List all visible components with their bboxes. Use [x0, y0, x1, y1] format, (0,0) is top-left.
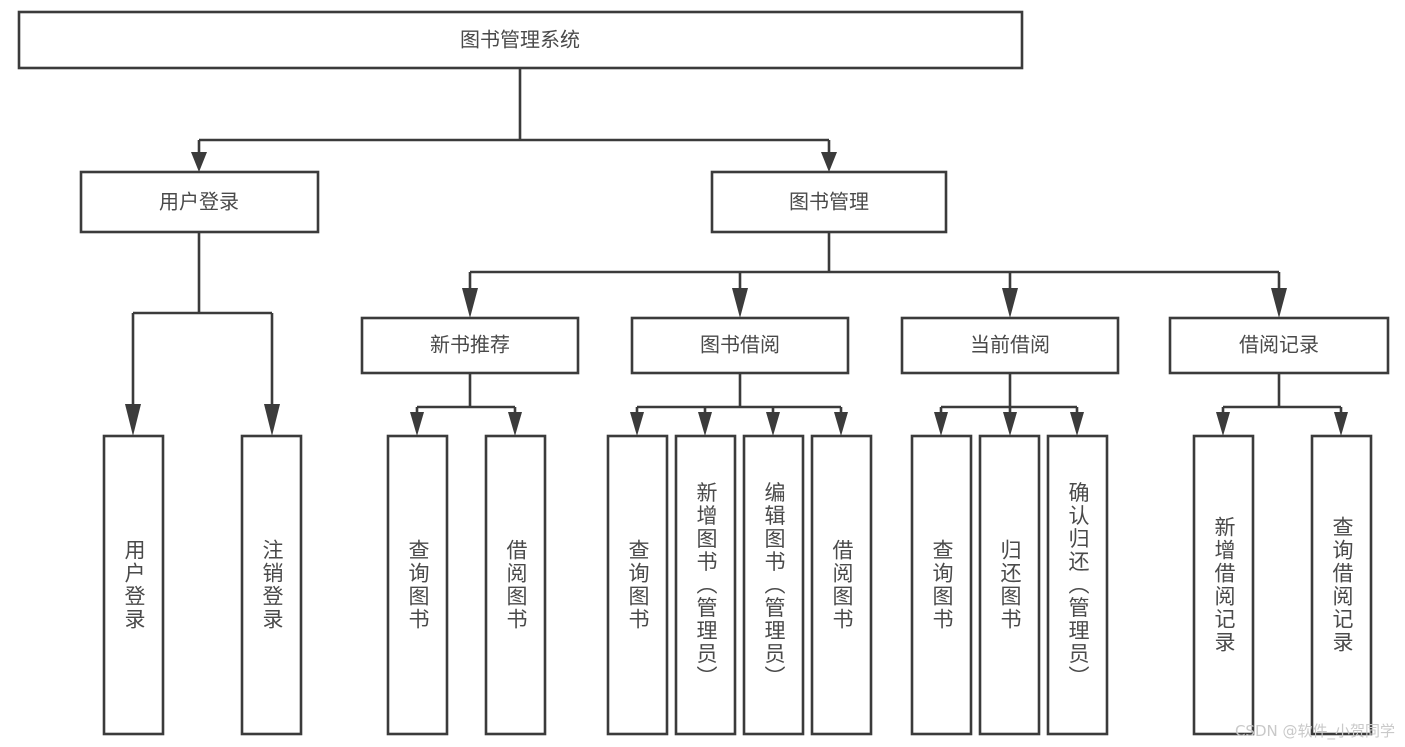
node-record-box[interactable] — [1168, 316, 1390, 375]
node-current-label: 当前借阅 — [970, 333, 1050, 357]
arrow-rec-leaf12 — [1216, 412, 1230, 436]
node-leaf10-box[interactable] — [978, 434, 1041, 736]
node-record-label: 借阅记录 — [1239, 333, 1319, 357]
node-leaf5-box[interactable] — [606, 434, 669, 736]
node-root[interactable]: 图书管理系统 — [17, 10, 1024, 70]
arrow-bm-newbook — [462, 288, 478, 318]
node-leaf4-box[interactable] — [484, 434, 547, 736]
node-login-box[interactable] — [79, 170, 320, 234]
arrow-root-to-bookmgmt — [821, 152, 837, 172]
node-bookmgmt-box[interactable] — [710, 170, 948, 234]
node-leaf3-box[interactable] — [386, 434, 449, 736]
node-login[interactable]: 用户登录 — [79, 170, 320, 234]
node-leaf3[interactable]: 查询图书 — [386, 434, 449, 736]
node-leaf6-label: 新增图书（管理员） — [694, 482, 718, 689]
node-leaf2-label: 注销登录 — [260, 539, 284, 631]
node-leaf11[interactable]: 确认归还（管理员） — [1046, 434, 1109, 736]
arrow-bm-record — [1271, 288, 1287, 318]
node-borrow-label: 图书借阅 — [700, 333, 780, 357]
node-leaf7[interactable]: 编辑图书（管理员） — [742, 434, 805, 736]
node-leaf8[interactable]: 借阅图书 — [810, 434, 873, 736]
node-leaf12-box[interactable] — [1192, 434, 1255, 736]
arrow-login-leaf2 — [264, 404, 280, 436]
arrow-bw-leaf8 — [834, 412, 848, 436]
arrow-bw-leaf7 — [766, 412, 780, 436]
arrow-login-leaf1 — [125, 404, 141, 436]
node-current[interactable]: 当前借阅 — [900, 316, 1120, 375]
arrow-rec-leaf13 — [1334, 412, 1348, 436]
arrow-bw-leaf5 — [630, 412, 644, 436]
node-leaf9[interactable]: 查询图书 — [910, 434, 973, 736]
arrow-cur-leaf10 — [1003, 412, 1017, 436]
arrow-nb-leaf4 — [508, 412, 522, 436]
node-newbook-box[interactable] — [360, 316, 580, 375]
node-leaf8-label: 借阅图书 — [830, 539, 854, 631]
node-bookmgmt-label: 图书管理 — [789, 190, 869, 214]
node-leaf13[interactable]: 查询借阅记录 — [1310, 434, 1373, 736]
node-leaf3-label: 查询图书 — [406, 539, 430, 631]
node-leaf4-label: 借阅图书 — [504, 539, 528, 631]
arrow-root-to-login — [191, 152, 207, 172]
node-newbook-label: 新书推荐 — [430, 333, 510, 357]
node-leaf13-box[interactable] — [1310, 434, 1373, 736]
node-leaf11-box[interactable] — [1046, 434, 1109, 736]
node-root-label: 图书管理系统 — [460, 28, 580, 52]
arrow-bm-current — [1002, 288, 1018, 318]
node-leaf13-label: 查询借阅记录 — [1330, 516, 1354, 654]
arrow-bw-leaf6 — [698, 412, 712, 436]
node-leaf1-box[interactable] — [102, 434, 165, 736]
connector-layer — [125, 68, 1348, 436]
arrow-bm-borrow — [732, 288, 748, 318]
arrow-nb-leaf3 — [410, 412, 424, 436]
arrow-cur-leaf9 — [934, 412, 948, 436]
node-bookmgmt[interactable]: 图书管理 — [710, 170, 948, 234]
node-leaf12[interactable]: 新增借阅记录 — [1192, 434, 1255, 736]
node-leaf1-label: 用户登录 — [122, 539, 146, 631]
node-current-box[interactable] — [900, 316, 1120, 375]
node-leaf6[interactable]: 新增图书（管理员） — [674, 434, 737, 736]
arrow-cur-leaf11 — [1070, 412, 1084, 436]
node-leaf9-box[interactable] — [910, 434, 973, 736]
node-leaf2-box[interactable] — [240, 434, 303, 736]
node-leaf12-label: 新增借阅记录 — [1212, 516, 1236, 654]
node-leaf11-label: 确认归还（管理员） — [1066, 482, 1090, 689]
node-leaf4[interactable]: 借阅图书 — [484, 434, 547, 736]
node-record[interactable]: 借阅记录 — [1168, 316, 1390, 375]
node-leaf7-box[interactable] — [742, 434, 805, 736]
watermark-text: CSDN @软件_小贺同学 — [1234, 722, 1395, 740]
node-leaf5[interactable]: 查询图书 — [606, 434, 669, 736]
node-borrow-box[interactable] — [630, 316, 850, 375]
node-leaf5-label: 查询图书 — [626, 539, 650, 631]
node-leaf1[interactable]: 用户登录 — [102, 434, 165, 736]
node-newbook[interactable]: 新书推荐 — [360, 316, 580, 375]
node-leaf10[interactable]: 归还图书 — [978, 434, 1041, 736]
node-login-label: 用户登录 — [159, 190, 239, 214]
node-leaf9-label: 查询图书 — [930, 539, 954, 631]
node-leaf10-label: 归还图书 — [998, 539, 1022, 631]
node-borrow[interactable]: 图书借阅 — [630, 316, 850, 375]
node-leaf7-label: 编辑图书（管理员） — [762, 482, 786, 689]
node-leaf2[interactable]: 注销登录 — [240, 434, 303, 736]
node-leaf6-box[interactable] — [674, 434, 737, 736]
node-root-box[interactable] — [17, 10, 1024, 70]
node-leaf8-box[interactable] — [810, 434, 873, 736]
